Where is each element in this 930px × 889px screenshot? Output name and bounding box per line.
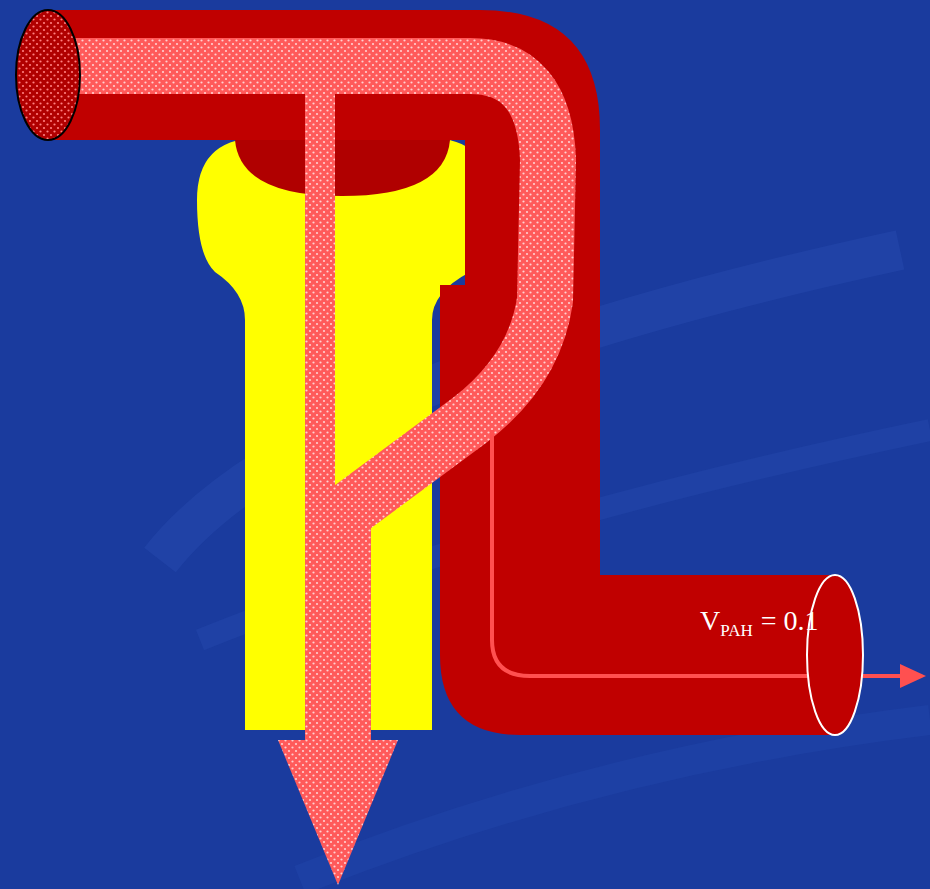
variable-subscript: PAH — [720, 621, 752, 641]
pah-filtered-stream — [305, 66, 335, 560]
vein-opening — [807, 575, 863, 735]
glomerulus-cap — [235, 140, 450, 196]
value-text: = 0.1 — [761, 605, 819, 637]
venous-arrowhead — [900, 664, 926, 688]
variable-symbol: V — [700, 605, 720, 637]
pah-stream — [48, 66, 548, 520]
artery-opening — [16, 10, 80, 140]
pah-urine-stream — [305, 500, 371, 745]
urine-arrow — [278, 740, 398, 885]
blood-vessel — [48, 10, 835, 735]
pah-rate-label: VPAH= 0.1 — [700, 605, 818, 637]
